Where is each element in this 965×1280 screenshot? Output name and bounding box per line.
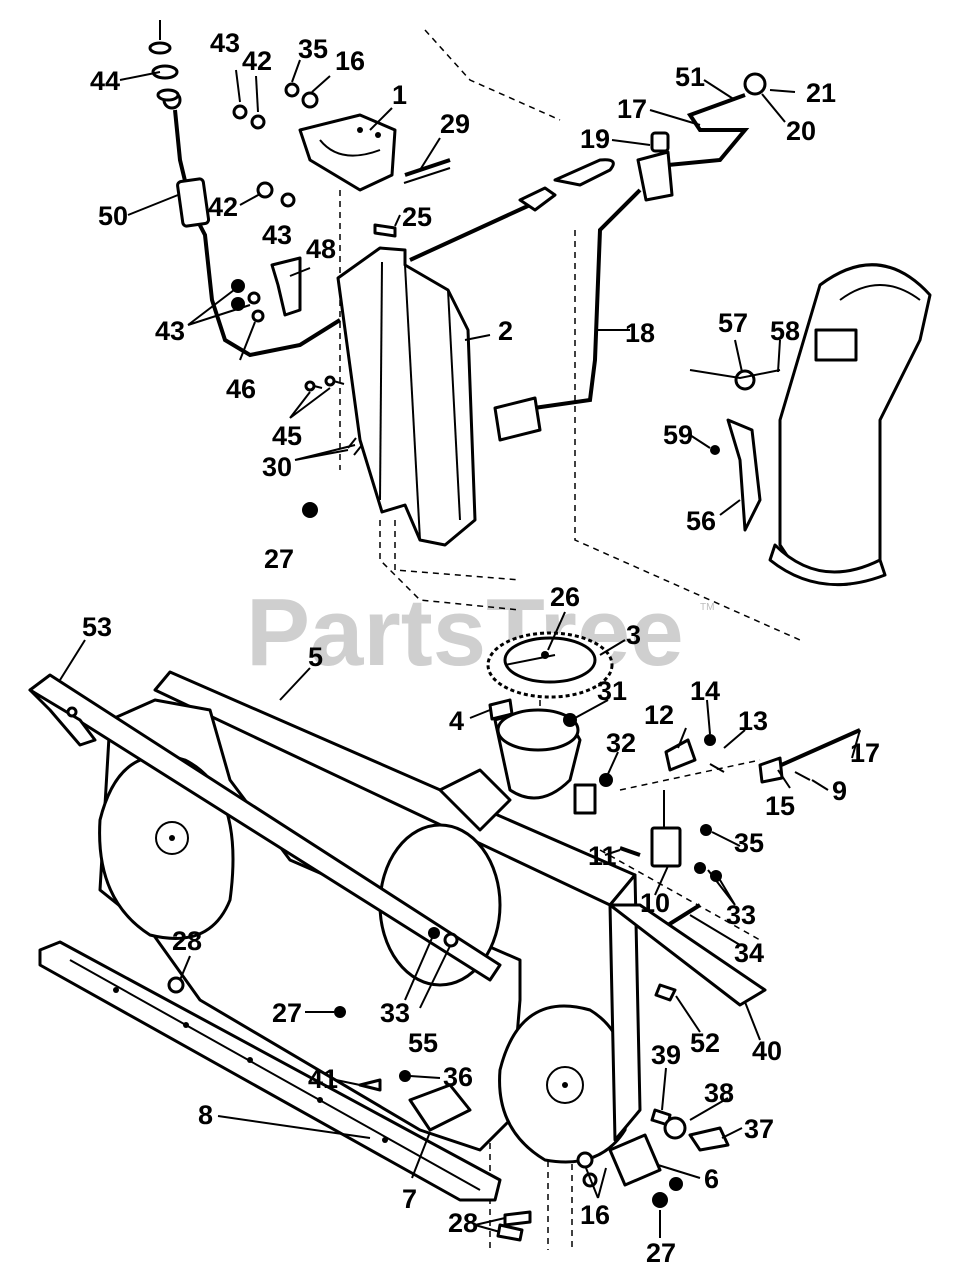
handle-bar bbox=[28, 673, 502, 982]
callout-20: 20 bbox=[786, 116, 816, 146]
callout-19: 19 bbox=[580, 124, 610, 154]
callout-7: 7 bbox=[402, 1184, 417, 1214]
callout-8: 8 bbox=[198, 1100, 213, 1130]
callout-37: 37 bbox=[744, 1114, 774, 1144]
callout-40: 40 bbox=[752, 1036, 782, 1066]
callout-16: 16 bbox=[580, 1200, 610, 1230]
callout-11: 11 bbox=[588, 841, 617, 871]
callout-51: 51 bbox=[675, 62, 705, 92]
callout-labels: 44 43 42 35 16 1 29 50 42 43 25 48 43 46… bbox=[82, 28, 880, 1268]
callout-9: 9 bbox=[832, 776, 847, 806]
callout-42: 42 bbox=[208, 192, 238, 222]
callout-26: 26 bbox=[550, 582, 580, 612]
callout-18: 18 bbox=[625, 318, 655, 348]
callout-28: 28 bbox=[448, 1208, 478, 1238]
callout-27: 27 bbox=[264, 544, 294, 574]
callout-12: 12 bbox=[644, 700, 674, 730]
callout-14: 14 bbox=[690, 676, 720, 706]
callout-32: 32 bbox=[606, 728, 636, 758]
callout-13: 13 bbox=[738, 706, 768, 736]
callout-15: 15 bbox=[765, 791, 795, 821]
callout-4: 4 bbox=[449, 706, 464, 736]
callout-33: 33 bbox=[726, 900, 756, 930]
chute-deflector bbox=[336, 158, 615, 547]
watermark-trademark: TM bbox=[700, 602, 714, 613]
callout-53: 53 bbox=[82, 612, 112, 642]
callout-29: 29 bbox=[440, 109, 470, 139]
callout-16: 16 bbox=[335, 46, 365, 76]
callout-35: 35 bbox=[298, 34, 328, 64]
control-bracket bbox=[563, 713, 861, 927]
callout-45: 45 bbox=[272, 421, 302, 451]
callout-27: 27 bbox=[272, 998, 302, 1028]
discharge-chute bbox=[689, 263, 932, 587]
callout-21: 21 bbox=[806, 78, 836, 108]
callout-36: 36 bbox=[443, 1062, 473, 1092]
callout-57: 57 bbox=[718, 308, 748, 338]
callout-5: 5 bbox=[308, 642, 323, 672]
callout-46: 46 bbox=[226, 374, 256, 404]
callout-2: 2 bbox=[498, 316, 513, 346]
callout-28: 28 bbox=[172, 926, 202, 956]
callout-55: 55 bbox=[408, 1028, 438, 1058]
callout-44: 44 bbox=[90, 66, 120, 96]
small-hardware-bottom bbox=[167, 927, 730, 1242]
small-hardware-top bbox=[231, 82, 397, 518]
leader-lines bbox=[59, 59, 861, 1238]
callout-41: 41 bbox=[308, 1064, 338, 1094]
scraper-and-runner bbox=[38, 903, 767, 1202]
callout-50: 50 bbox=[98, 201, 128, 231]
callout-31: 31 bbox=[597, 676, 627, 706]
callout-43: 43 bbox=[210, 28, 240, 58]
callout-33: 33 bbox=[380, 998, 410, 1028]
callout-10: 10 bbox=[640, 888, 670, 918]
callout-1: 1 bbox=[392, 80, 407, 110]
callout-39: 39 bbox=[651, 1040, 681, 1070]
callout-30: 30 bbox=[262, 452, 292, 482]
callout-17: 17 bbox=[617, 94, 647, 124]
callout-59: 59 bbox=[663, 420, 693, 450]
callout-42: 42 bbox=[242, 46, 272, 76]
ring-gear bbox=[486, 631, 614, 721]
callout-3: 3 bbox=[626, 620, 641, 650]
callout-34: 34 bbox=[734, 938, 764, 968]
callout-58: 58 bbox=[770, 316, 800, 346]
callout-17: 17 bbox=[850, 738, 880, 768]
chute-control-cable bbox=[148, 20, 342, 358]
callout-38: 38 bbox=[704, 1078, 734, 1108]
callout-52: 52 bbox=[690, 1028, 720, 1058]
callout-56: 56 bbox=[686, 506, 716, 536]
crank-rod-assembly bbox=[493, 72, 767, 442]
callout-43: 43 bbox=[262, 220, 292, 250]
callout-35: 35 bbox=[734, 828, 764, 858]
callout-6: 6 bbox=[704, 1164, 719, 1194]
callout-48: 48 bbox=[306, 234, 336, 264]
auger-housing bbox=[98, 670, 642, 1164]
callout-27: 27 bbox=[646, 1238, 676, 1268]
callout-43: 43 bbox=[155, 316, 185, 346]
upper-chute-bracket bbox=[298, 113, 451, 192]
callout-25: 25 bbox=[402, 202, 432, 232]
